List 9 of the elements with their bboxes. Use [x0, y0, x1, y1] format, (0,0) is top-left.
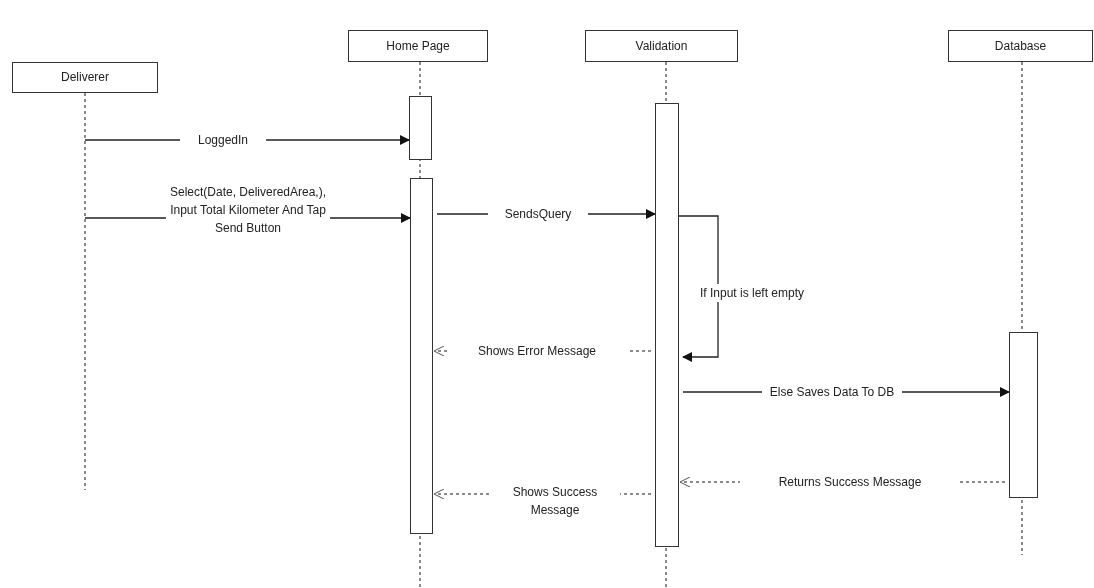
participant-box: Home Page	[348, 30, 488, 62]
participant-box: Deliverer	[12, 62, 158, 93]
activation-bar	[410, 178, 433, 534]
activation-bar	[655, 103, 679, 547]
participant-box: Database	[948, 30, 1093, 62]
activation-bar	[1009, 332, 1038, 498]
message-arrow	[678, 215, 719, 362]
activation-bar	[409, 96, 432, 160]
participant-box: Validation	[585, 30, 738, 62]
